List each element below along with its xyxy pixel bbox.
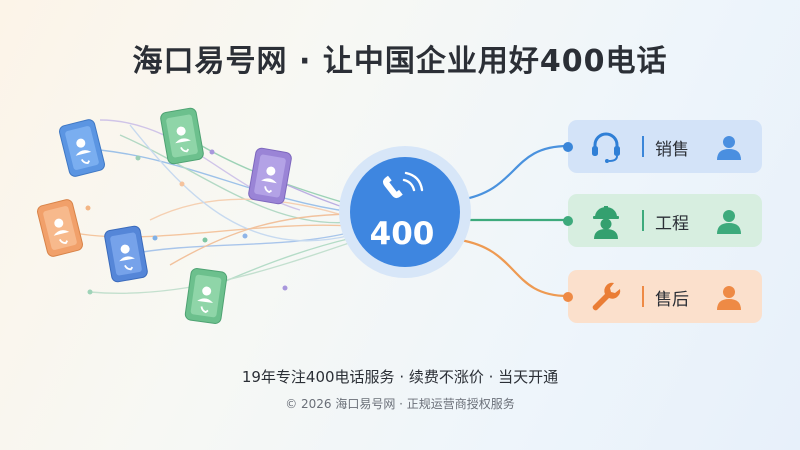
phone-card-blue-1 (59, 119, 105, 177)
department-label-aftersales: 售后 (655, 290, 689, 310)
person-icon (717, 286, 741, 310)
copyright: © 2026 海口易号网 · 正规运营商授权服务 (285, 397, 515, 411)
connector-dot (563, 141, 573, 152)
connector-dot (563, 291, 573, 302)
headset-icon (592, 132, 620, 163)
worker-icon (593, 206, 619, 239)
call-routing-lines (59, 119, 353, 295)
department-card-engineering[interactable]: 工程 (563, 194, 762, 247)
person-icon (717, 210, 741, 234)
page-title: 海口易号网 · 让中国企业用好400电话 (132, 44, 668, 79)
department-card-aftersales[interactable]: 售后 (563, 270, 762, 323)
separator (642, 210, 644, 231)
department-card-sales[interactable]: 销售 (563, 120, 762, 173)
department-label-engineering: 工程 (655, 214, 689, 234)
department-label-sales: 销售 (655, 140, 689, 160)
separator (642, 286, 644, 307)
person-icon (717, 136, 741, 160)
phone-card-green-1 (160, 107, 204, 165)
phone-card-orange (37, 199, 83, 257)
hub-label: 400 (369, 216, 435, 252)
route-to-aftersales (459, 238, 569, 298)
phone-card-blue-2 (104, 225, 148, 283)
slogan: 19年专注400电话服务 · 续费不涨价 · 当天开通 (241, 368, 559, 386)
connector-dot (563, 215, 573, 226)
hub-circle (350, 157, 460, 267)
phone-icon (382, 175, 403, 199)
route-to-sales (459, 144, 569, 202)
phone-card-green-2 (184, 268, 228, 324)
phone-card-purple (248, 147, 292, 205)
separator (642, 136, 644, 157)
wrench-icon (592, 282, 621, 311)
